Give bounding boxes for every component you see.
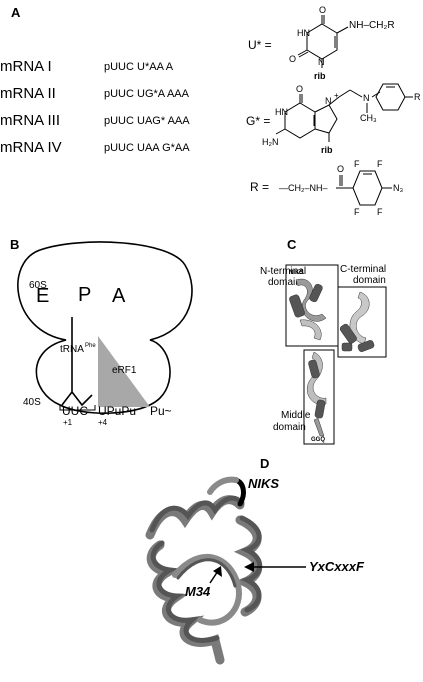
mrna-sequence: pUUC UG*A AAA — [104, 88, 189, 100]
c-terminal-label-2: domain — [353, 275, 386, 286]
u-star-label: U* = — [248, 38, 272, 52]
mrna-sequence: pUUC UAG* AAA — [104, 115, 190, 127]
m34-label: M34 — [185, 584, 211, 599]
u-star-substituent: NH–CH₂R — [349, 20, 395, 31]
g-star-nh2: H₂N — [262, 137, 279, 147]
r-group-linker: —CH₂–NH– — [279, 183, 328, 193]
site-p: P — [78, 284, 91, 306]
g-star-nplus: N — [325, 96, 332, 106]
mrna-name: mRNA I — [0, 58, 52, 75]
mrna-sequence: pUUC U*AA A — [104, 61, 174, 73]
g-star-rings — [275, 83, 413, 142]
g-star-hn: HN — [275, 107, 288, 117]
middle-label-1: Middle — [281, 410, 311, 421]
n-terminal-label-1: N-terminal — [260, 266, 306, 277]
n-terminal-ribbon — [289, 278, 327, 341]
middle-ribbon — [306, 351, 327, 437]
n-terminal-label-2: domain — [268, 277, 301, 288]
r-group-ring — [336, 170, 392, 206]
g-star-ch3: CH₃ — [360, 113, 377, 123]
g-star-label: G* = — [246, 114, 270, 128]
r-group-f: F — [354, 159, 360, 169]
codon-a: UPuPu — [98, 404, 136, 418]
niks-label-c: NIKS — [289, 270, 303, 276]
u-star-o-left: O — [289, 54, 296, 64]
r-group-label: R = — [250, 180, 269, 194]
helix-bundle — [145, 476, 263, 665]
panel-label-a: A — [11, 5, 21, 20]
g-star-o: O — [296, 84, 303, 94]
position-plus4: +4 — [98, 418, 108, 427]
mrna-name: mRNA II — [0, 85, 56, 102]
sixty-s-label: 60S — [29, 280, 47, 291]
g-star-r: R — [414, 92, 421, 102]
middle-box — [303, 349, 335, 445]
site-e: E — [36, 285, 49, 307]
codon-p: UUC — [62, 404, 88, 418]
motif-label: YxCxxxF — [309, 559, 365, 574]
panel-label-c: C — [287, 237, 297, 252]
ggq-label: GGQ — [311, 437, 325, 443]
u-star-ring — [297, 15, 349, 68]
trna-shape — [61, 317, 93, 407]
u-star-rib: rib — [314, 71, 326, 81]
mrna-name: mRNA IV — [0, 139, 62, 156]
c-terminal-label-1: C-terminal — [340, 264, 386, 275]
erf1-wedge — [98, 336, 150, 407]
middle-label-2: domain — [273, 422, 306, 433]
g-star-rib: rib — [321, 145, 333, 155]
r-group-n3: N₃ — [393, 183, 403, 193]
mrna-name: mRNA III — [0, 112, 61, 129]
g-star-ring-n: N — [363, 93, 370, 103]
position-plus1: +1 — [63, 418, 73, 427]
panel-label-b: B — [10, 237, 20, 252]
r-group-f: F — [354, 207, 360, 217]
u-star-n: N — [318, 57, 325, 67]
r-group-f: F — [377, 207, 383, 217]
u-star-hn: HN — [297, 28, 310, 38]
r-group-f: F — [377, 159, 383, 169]
m34-arrowhead — [213, 566, 222, 577]
downstream-codon: Pu~ — [150, 404, 172, 418]
trna-superscript: Phe — [85, 343, 96, 349]
c-terminal-box — [337, 286, 387, 358]
motif-arrowhead — [244, 562, 254, 572]
codon-bracket — [59, 405, 96, 411]
c-terminal-ribbon — [339, 291, 375, 352]
niks-label-d: NIKS — [248, 476, 279, 491]
g-star-plus: + — [334, 91, 339, 100]
site-a: A — [112, 285, 126, 307]
mrna-sequence: pUUC UAA G*AA — [104, 142, 190, 154]
forty-s-label: 40S — [23, 397, 41, 408]
trna-label: tRNA — [60, 344, 84, 355]
r-group-o: O — [337, 164, 344, 174]
panel-label-d: D — [260, 456, 270, 471]
u-star-o-top: O — [319, 5, 326, 15]
erf1-label: eRF1 — [112, 365, 137, 376]
